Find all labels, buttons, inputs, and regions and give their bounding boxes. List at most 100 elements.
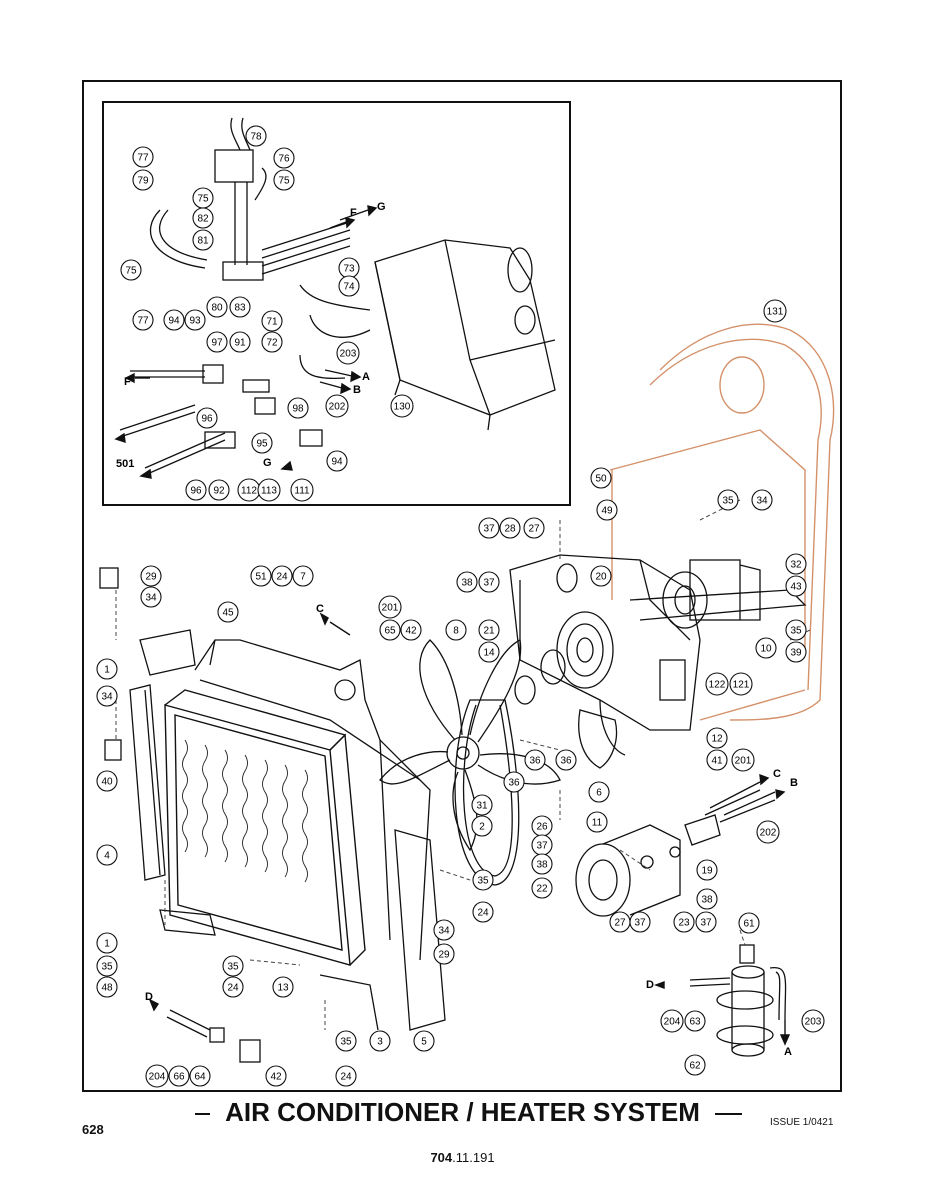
callout-circle <box>222 955 244 977</box>
callout-c96b: 96 <box>185 479 207 501</box>
callout-c94a: 94 <box>163 309 185 331</box>
inset-frame <box>102 101 571 506</box>
callout-c38a: 38 <box>456 571 478 593</box>
callout-c8: 8 <box>445 619 467 641</box>
callout-number: 39 <box>790 648 802 659</box>
callout-circle <box>456 571 478 593</box>
callout-circle <box>695 911 717 933</box>
callout-c78: 78 <box>245 125 267 147</box>
callout-circle <box>738 912 760 934</box>
callout-c34a: 34 <box>751 489 773 511</box>
callout-circle <box>245 125 267 147</box>
callout-number: 24 <box>477 908 489 919</box>
callout-circle <box>673 911 695 933</box>
doc-number-bold: 704 <box>430 1150 453 1165</box>
callout-number: 23 <box>678 918 690 929</box>
callout-c35c: 35 <box>472 869 494 891</box>
callout-number: 71 <box>266 317 278 328</box>
callout-number: 8 <box>453 626 459 637</box>
outer-frame <box>82 80 842 1092</box>
callout-circle <box>751 489 773 511</box>
callout-c22: 22 <box>531 877 553 899</box>
callout-circle <box>629 911 651 933</box>
title-rule-right <box>710 1113 742 1115</box>
callout-circle <box>272 976 294 998</box>
callout-c81: 81 <box>192 229 214 251</box>
callout-number: 130 <box>394 402 411 413</box>
callout-circle <box>729 672 753 696</box>
compressor-bracket <box>509 554 807 731</box>
callout-circle <box>273 169 295 191</box>
callout-number: 78 <box>250 132 262 143</box>
callout-c27a: 27 <box>523 517 545 539</box>
callout-circle <box>472 869 494 891</box>
callout-c201b: 201 <box>731 748 755 772</box>
callout-number: 37 <box>536 841 548 852</box>
callout-c24b: 24 <box>472 901 494 923</box>
callout-circle <box>531 853 553 875</box>
callout-circle <box>763 299 787 323</box>
callout-c12: 12 <box>706 727 728 749</box>
callout-number: 22 <box>536 884 548 895</box>
callout-c41: 41 <box>706 749 728 771</box>
arrow-label-aC1: C <box>316 603 324 615</box>
callout-c36b: 36 <box>555 749 577 771</box>
callout-c37c: 37 <box>531 834 553 856</box>
callout-number: 45 <box>222 608 234 619</box>
callout-circle <box>785 641 807 663</box>
callout-circle <box>413 1030 435 1052</box>
callout-c38b: 38 <box>531 853 553 875</box>
arrow-label-aG2: G <box>263 457 272 469</box>
callout-c77b: 77 <box>132 309 154 331</box>
callout-circle <box>290 478 314 502</box>
callout-number: 83 <box>234 303 246 314</box>
callout-number: 49 <box>601 506 613 517</box>
callout-number: 24 <box>340 1072 352 1083</box>
callout-number: 80 <box>211 303 223 314</box>
callout-number: 75 <box>278 176 290 187</box>
callout-number: 37 <box>700 918 712 929</box>
callout-c37a: 37 <box>478 517 500 539</box>
callout-circle <box>478 571 500 593</box>
callout-c72: 72 <box>261 331 283 353</box>
callout-circle <box>596 499 618 521</box>
arrow-label-aF1: F <box>350 207 357 219</box>
callout-c35d: 35 <box>96 955 118 977</box>
callout-circle <box>257 478 281 502</box>
callout-c36c: 36 <box>503 771 525 793</box>
page-title: AIR CONDITIONER / HEATER SYSTEM <box>210 1097 715 1128</box>
callout-number: 37 <box>634 918 646 929</box>
callout-number: 121 <box>733 680 750 691</box>
callout-circle <box>588 781 610 803</box>
callout-circle <box>755 637 777 659</box>
callout-circle <box>531 877 553 899</box>
callout-number: 5 <box>421 1037 427 1048</box>
callout-c74: 74 <box>338 275 360 297</box>
callout-number: 34 <box>438 926 450 937</box>
callout-circle <box>251 432 273 454</box>
callout-c20: 20 <box>590 565 612 587</box>
callout-c75b: 75 <box>192 187 214 209</box>
callout-c42a: 42 <box>400 619 422 641</box>
callout-number: 202 <box>329 402 346 413</box>
callout-number: 37 <box>483 578 495 589</box>
callout-circle <box>524 749 546 771</box>
callout-number: 131 <box>767 307 784 318</box>
callout-circle <box>590 565 612 587</box>
callout-number: 91 <box>234 338 246 349</box>
callout-number: 92 <box>213 486 225 497</box>
callout-c203a: 203 <box>336 341 360 365</box>
callout-circle <box>717 489 739 511</box>
callout-circle <box>192 229 214 251</box>
callout-number: 37 <box>483 524 495 535</box>
callout-number: 97 <box>211 338 223 349</box>
arrow-label-aF2: F <box>124 376 131 388</box>
callout-circle <box>499 517 521 539</box>
callout-c66: 66 <box>168 1065 190 1087</box>
callout-number: 112 <box>241 486 257 497</box>
callout-number: 21 <box>483 626 495 637</box>
callout-circle <box>785 553 807 575</box>
callout-c13: 13 <box>272 976 294 998</box>
